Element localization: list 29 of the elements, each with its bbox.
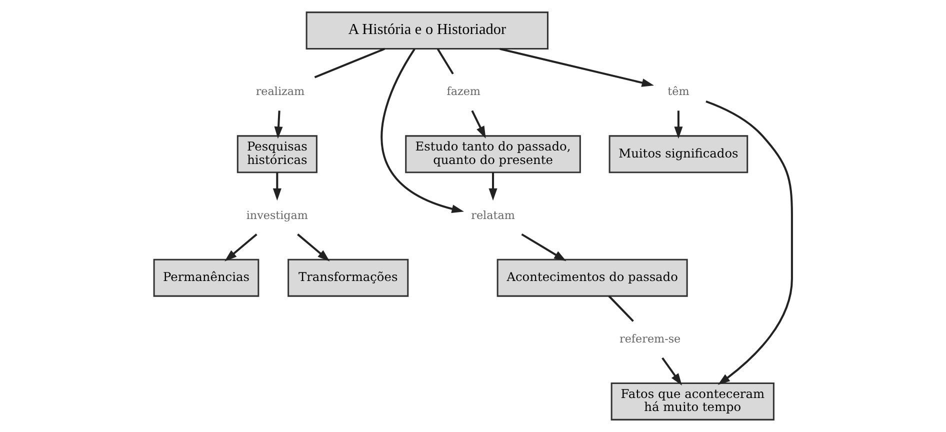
- node-text: relatam: [471, 208, 515, 222]
- node-box: Pesquisas históricas: [236, 135, 318, 174]
- node-text: fazem: [446, 85, 480, 98]
- node-box: Transformações: [288, 258, 409, 297]
- arrow: [471, 110, 486, 138]
- arrow: [500, 48, 654, 87]
- arrow: [706, 100, 793, 385]
- node-text: investigam: [246, 208, 308, 222]
- arrow: [380, 48, 464, 214]
- node-box: Muitos significados: [608, 135, 748, 174]
- connector: [608, 295, 634, 322]
- arrow: [674, 110, 683, 139]
- arrow: [272, 172, 282, 201]
- node-box: Acontecimentos do passado: [496, 258, 688, 297]
- node-text: têm: [668, 85, 690, 98]
- arrow: [297, 234, 330, 262]
- node-text: referem-se: [620, 332, 681, 346]
- arrow: [274, 110, 283, 139]
- node-box: Estudo tanto do passado, quanto do presente: [405, 135, 581, 174]
- node-box: A História e o Historiador: [306, 12, 548, 50]
- arrow: [488, 172, 498, 201]
- node-box: Permanências: [153, 258, 260, 297]
- arrow: [224, 234, 258, 262]
- node-box: Fatos que aconteceram há muito tempo: [610, 382, 774, 420]
- arrow: [662, 357, 682, 386]
- node-text: realizam: [256, 85, 305, 98]
- arrow: [521, 233, 566, 262]
- connector: [314, 48, 386, 78]
- connector: [436, 48, 454, 74]
